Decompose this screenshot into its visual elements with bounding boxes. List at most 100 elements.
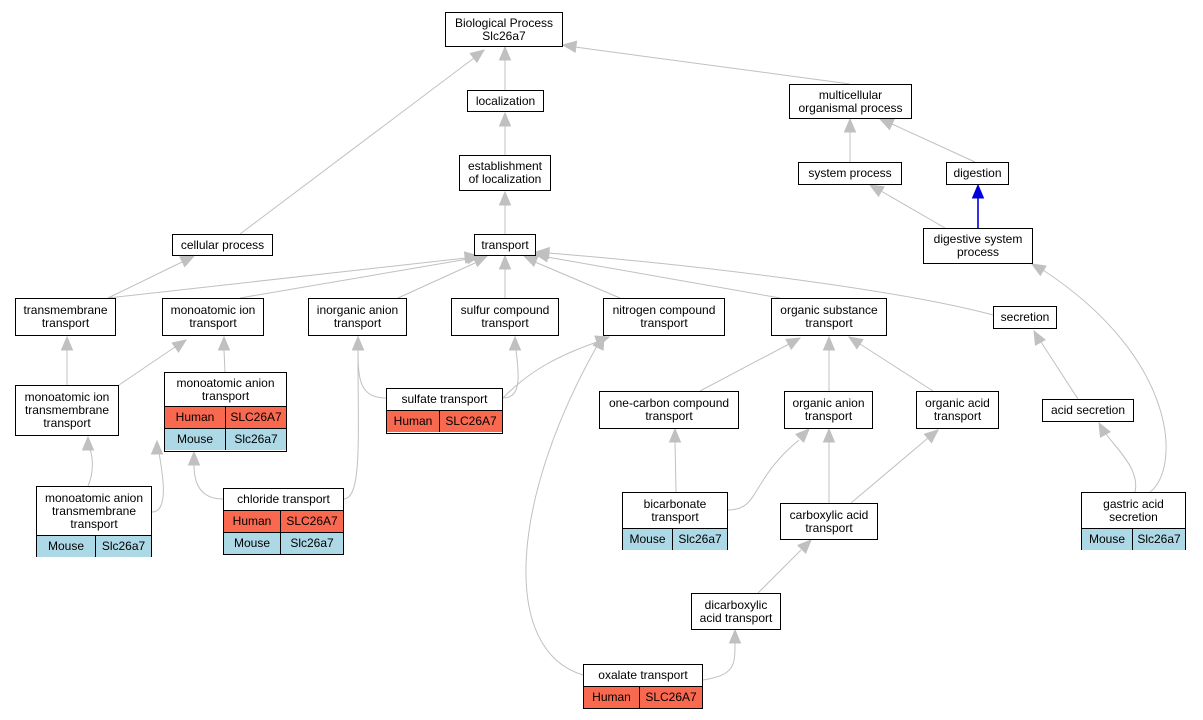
edge-one-carbon-to-organic-substance (699, 343, 790, 392)
node-sulfur-compound-transport[interactable]: sulfur compound transport (451, 298, 559, 336)
node-monoatomic-anion-transmembrane-transport[interactable]: monoatomic anion transmembrane transport… (36, 486, 152, 557)
node-label: organic anion transport (792, 396, 865, 423)
node-label: system process (808, 166, 892, 180)
edge-transmembrane-to-cellular (107, 261, 183, 299)
node-label: nitrogen compound transport (612, 303, 716, 330)
node-label: multicellular organismal process (798, 87, 903, 115)
node-oxalate-transport[interactable]: oxalate transport Human SLC26A7 (583, 664, 703, 709)
human-annotation-row: Human SLC26A7 (584, 686, 702, 708)
human-annotation-row: Human SLC26A7 (165, 406, 286, 428)
node-secretion[interactable]: secretion (993, 306, 1057, 329)
species-label: Human (224, 511, 280, 532)
species-label: Mouse (37, 536, 95, 557)
gene-symbol: Slc26a7 (225, 429, 286, 450)
edge-digestive-to-system-process (880, 190, 946, 229)
edge-chloride-to-monoatomic-anion (193, 464, 224, 500)
node-monoatomic-anion-transport[interactable]: monoatomic anion transport Human SLC26A7… (164, 372, 287, 452)
node-localization[interactable]: localization (467, 90, 544, 112)
node-system-process[interactable]: system process (798, 162, 902, 185)
edge-one-carbon-to-organic-substance-arrowhead (785, 337, 802, 350)
node-label: monoatomic ion transmembrane transport (24, 390, 110, 430)
edge-oxalate-to-nitrogen-compound-arrowhead (592, 334, 605, 351)
edge-sulfur-compound-to-transport-arrowhead (498, 254, 512, 270)
node-sulfate-transport[interactable]: sulfate transport Human SLC26A7 (386, 388, 503, 434)
node-label: cellular process (180, 237, 265, 252)
edge-bicarbonate-to-organic-anion-arrowhead (795, 428, 810, 443)
node-acid-secretion[interactable]: acid secretion (1042, 399, 1134, 422)
node-label: inorganic anion transport (316, 303, 399, 330)
edge-carboxylic-to-organic-acid (850, 437, 929, 504)
node-chloride-transport[interactable]: chloride transport Human SLC26A7 Mouse S… (223, 488, 344, 555)
node-label: dicarboxylic acid transport (699, 597, 773, 625)
edge-nitrogen-compound-to-transport (534, 261, 621, 299)
mouse-annotation-row: Mouse Slc26a7 (623, 528, 727, 550)
edge-establishment-to-localization-arrowhead (498, 111, 512, 127)
node-biological-process[interactable]: Biological Process Slc26a7 (445, 12, 563, 47)
node-dicarboxylic-acid-transport[interactable]: dicarboxylic acid transport (691, 593, 781, 630)
edge-transmembrane-to-transport (107, 257, 467, 299)
gene-symbol: SLC26A7 (280, 511, 343, 532)
edge-sulfate-to-inorganic-anion (357, 349, 387, 399)
human-annotation-row: Human SLC26A7 (387, 410, 502, 432)
mouse-annotation-row: Mouse Slc26a7 (37, 535, 151, 557)
edge-localization-to-bp-arrowhead (498, 45, 512, 61)
edge-chloride-to-monoatomic-anion-arrowhead (187, 450, 201, 466)
node-label: monoatomic anion transmembrane transport (44, 490, 144, 531)
edge-digestion-to-multicellular (891, 123, 976, 163)
mouse-annotation-row: Mouse Slc26a7 (224, 532, 343, 554)
node-multicellular-organismal-process[interactable]: multicellular organismal process (789, 84, 912, 119)
node-label: establishment of localization (467, 159, 543, 186)
edge-ma-transmembrane-to-monoatomic-anion-arrowhead (150, 439, 164, 455)
edge-sulfate-to-nitrogen-compound (502, 341, 598, 399)
node-monoatomic-ion-transport[interactable]: monoatomic ion transport (162, 298, 264, 336)
edge-sulfate-to-sulfur-compound-arrowhead (508, 335, 522, 351)
edge-carboxylic-to-organic-anion-arrowhead (822, 427, 836, 443)
edge-gastric-to-digestive-system (1042, 269, 1167, 493)
node-label: sulfur compound transport (460, 303, 550, 330)
node-inorganic-anion-transport[interactable]: inorganic anion transport (308, 298, 407, 336)
node-bicarbonate-transport[interactable]: bicarbonate transport Mouse Slc26a7 (622, 492, 728, 550)
node-label: transport (481, 237, 529, 252)
node-label: digestion (953, 166, 1002, 180)
node-digestion[interactable]: digestion (946, 162, 1009, 185)
edge-ma-transmembrane-to-mi-transmembrane-arrowhead (81, 435, 95, 451)
edge-organic-substance-to-transport (546, 256, 781, 299)
node-digestive-system-process[interactable]: digestive system process (923, 228, 1033, 264)
edge-ma-transmembrane-to-monoatomic-anion (151, 452, 164, 513)
edge-inorganic-anion-to-transport-arrowhead (472, 255, 489, 268)
node-transport[interactable]: transport (474, 234, 536, 256)
node-organic-acid-transport[interactable]: organic acid transport (916, 391, 999, 429)
node-monoatomic-ion-transmembrane-transport[interactable]: monoatomic ion transmembrane transport (15, 385, 119, 436)
node-establishment-of-localization[interactable]: establishment of localization (459, 155, 551, 191)
edge-acid-secretion-to-secretion (1040, 341, 1079, 400)
node-transmembrane-transport[interactable]: transmembrane transport (15, 298, 116, 336)
edge-acid-secretion-to-secretion-arrowhead (1033, 329, 1046, 346)
edge-dicarboxylic-to-carboxylic (757, 549, 802, 594)
human-annotation-row: Human SLC26A7 (224, 510, 343, 532)
node-label: sulfate transport (401, 392, 488, 406)
edge-organic-anion-to-organic-substance-arrowhead (822, 335, 836, 351)
node-carboxylic-acid-transport[interactable]: carboxylic acid transport (780, 503, 878, 540)
node-one-carbon-compound-transport[interactable]: one-carbon compound transport (599, 391, 739, 429)
species-label: Mouse (623, 529, 672, 550)
edge-bicarbonate-to-organic-anion (727, 439, 800, 511)
node-label: acid secretion (1050, 403, 1126, 417)
node-gastric-acid-secretion[interactable]: gastric acid secretion Mouse Slc26a7 (1081, 492, 1186, 550)
gene-symbol: Slc26a7 (280, 533, 343, 554)
edge-chloride-to-inorganic-anion (343, 349, 359, 500)
edge-secretion-to-transport-arrowhead (534, 246, 550, 260)
edge-multicellular-to-bp-arrowhead (561, 40, 578, 53)
node-organic-anion-transport[interactable]: organic anion transport (784, 391, 873, 429)
edge-mi-transmembrane-to-monoatomic-ion-arrowhead (171, 339, 188, 353)
edge-secretion-to-transport (547, 252, 994, 316)
node-organic-substance-transport[interactable]: organic substance transport (771, 298, 887, 336)
node-nitrogen-compound-transport[interactable]: nitrogen compound transport (603, 298, 725, 336)
edge-oxalate-to-dicarboxylic-arrowhead (728, 628, 742, 644)
edge-digestion-to-multicellular-arrowhead (878, 118, 895, 131)
node-label: gastric acid secretion (1103, 496, 1164, 524)
node-label: oxalate transport (598, 668, 688, 682)
node-cellular-process[interactable]: cellular process (172, 234, 273, 256)
edge-carboxylic-to-organic-acid-arrowhead (923, 429, 939, 444)
